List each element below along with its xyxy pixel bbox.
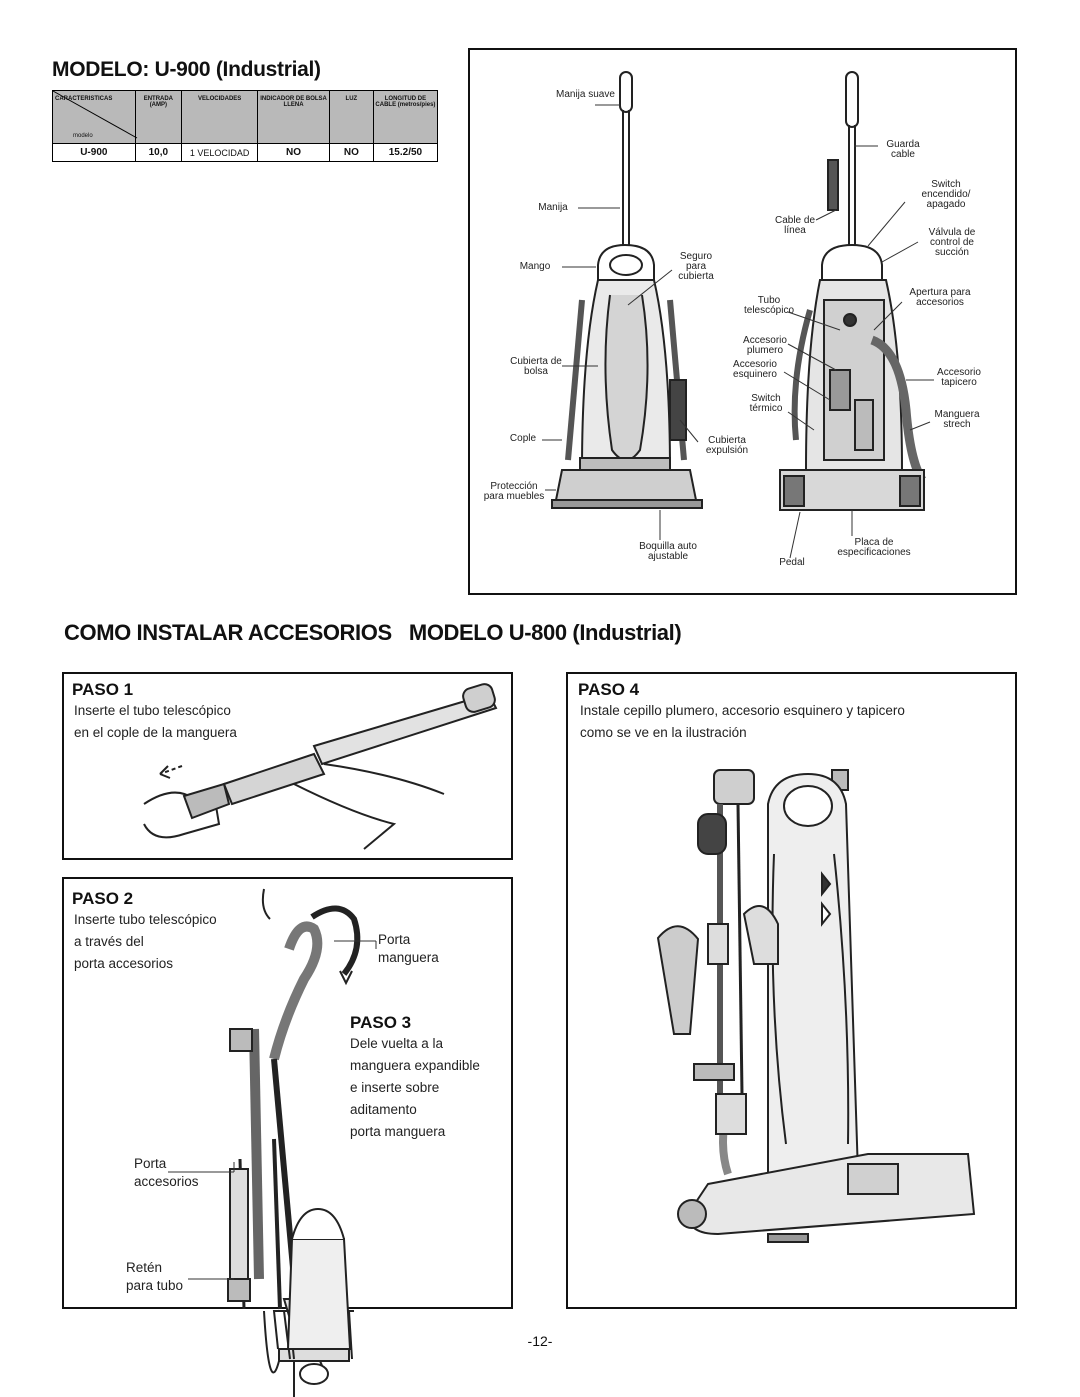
label-manija-suave: Manija suave [556, 89, 615, 100]
install-heading-suffix: (Industrial) [572, 620, 682, 645]
porta-manguera-line: Porta [378, 932, 411, 947]
paso2-illustration [168, 888, 377, 1397]
paso4-line: Instale cepillo plumero, accesorio esqui… [580, 703, 905, 718]
model-heading-prefix: MODELO: [52, 58, 155, 81]
paso2-title: PASO 2 [72, 889, 134, 908]
label-mango: Mango [519, 261, 551, 272]
install-heading-left: COMO INSTALAR ACCESORIOS [64, 620, 392, 645]
model-heading-suffix: (Industrial) [215, 58, 321, 81]
spec-table: CARACTERISTICAS modelo ENTRADA (AMP) VEL… [52, 90, 439, 162]
table-cell: U-900 [52, 143, 136, 162]
porta-accesorios-line: Porta [134, 1156, 167, 1171]
porta-manguera-line: manguera [378, 950, 439, 965]
model-heading: MODELO: U-900 (Industrial) [52, 58, 321, 82]
spec-corner-cell: CARACTERISTICAS modelo [52, 90, 138, 144]
label-accesorio-esquinero: Accesorio esquinero [733, 359, 777, 380]
paso2-line: porta accesorios [74, 956, 174, 971]
label-cable-de-linea: Cable de línea [774, 215, 816, 236]
vacuum-front-illustration [542, 71, 934, 559]
spec-header-indicador: INDICADOR DE BOLSA LLENA [257, 90, 330, 144]
paso1-text: Inserte el tubo telescópico en el cople … [74, 700, 237, 744]
spec-header-longitud: LONGITUD DE CABLE (metros/pies) [372, 90, 439, 144]
parts-diagram-frame: Manija suave Manija Mango Seguro para cu… [468, 48, 1017, 595]
corner-top-label: CARACTERISTICAS [55, 96, 113, 102]
paso3-line: aditamento [350, 1102, 417, 1117]
reten-line: para tubo [126, 1278, 184, 1293]
paso2-line: a través del [74, 934, 144, 949]
paso2-line: Inserte tubo telescópico [74, 912, 217, 927]
label-manguera-strech: Manguera strech [934, 409, 980, 430]
page-number: -12- [527, 1333, 553, 1349]
table-cell: 10,0 [134, 143, 183, 162]
model-heading-model: U-900 [154, 58, 211, 81]
spec-header-entrada: ENTRADA (AMP) [134, 90, 183, 144]
paso4-illustration [656, 769, 976, 1243]
paso1-line: en el cople de la manguera [74, 725, 237, 740]
paso2-text: Inserte tubo telescópico a través del po… [74, 909, 217, 975]
paso1-box: PASO 1 Inserte el tubo telescópico en el… [62, 672, 513, 860]
label-pedal: Pedal [779, 557, 805, 568]
spec-header-luz: LUZ [328, 90, 374, 144]
porta-accesorios-line: accesorios [134, 1174, 199, 1189]
porta-manguera-label: Porta manguera [378, 931, 439, 967]
reten-line: Retén [126, 1260, 163, 1275]
table-cell: 15.2/50 [372, 143, 439, 162]
paso3-line: manguera expandible [350, 1058, 480, 1073]
label-cople: Cople [509, 433, 537, 444]
porta-accesorios-label: Porta accesorios [134, 1155, 199, 1191]
label-accesorio-tapicero: Accesorio tapicero [937, 367, 981, 388]
label-placa-de-especificaciones: Placa de especificaciones [837, 537, 911, 558]
label-valvula-control-succion: Válvula de control de succión [928, 227, 976, 258]
paso4-box: PASO 4 Instale cepillo plumero, accesori… [566, 672, 1017, 1309]
paso3-line: Dele vuelta a la [350, 1036, 444, 1051]
paso4-line: como se ve en la ilustración [580, 725, 747, 740]
paso3-title: PASO 3 [350, 1013, 412, 1032]
paso4-title: PASO 4 [578, 680, 640, 699]
paso3-line: porta manguera [350, 1124, 446, 1139]
spec-header-velocidades: VELOCIDADES [181, 90, 259, 144]
reten-label: Retén para tubo [126, 1259, 183, 1295]
paso1-illustration [143, 683, 498, 850]
label-apertura-para-accesorios: Apertura para accesorios [909, 287, 971, 308]
install-heading-model: U-800 [508, 620, 567, 645]
paso3-text: Dele vuelta a la manguera expandible e i… [350, 1033, 480, 1143]
label-cubierta-expulsion: Cubierta expulsión [705, 435, 749, 456]
label-guarda-cable: Guarda cable [886, 139, 920, 160]
label-tubo-telescopico: Tubo telescópico [743, 295, 795, 316]
label-proteccion-para-muebles: Protección para muebles [483, 481, 545, 502]
table-row: U-900 10,0 1 VELOCIDAD NO NO 15.2/50 [52, 143, 439, 162]
install-heading: COMO INSTALAR ACCESORIOS MODELO U-800 (I… [64, 620, 682, 646]
corner-bottom-label: modelo [73, 133, 93, 139]
label-cubierta-de-bolsa: Cubierta de bolsa [510, 356, 562, 377]
paso3-line: e inserte sobre [350, 1080, 440, 1095]
paso1-title: PASO 1 [72, 680, 134, 699]
label-seguro-para-cubierta: Seguro para cubierta [678, 251, 714, 282]
label-manija: Manija [538, 202, 568, 213]
install-heading-model-prefix: MODELO [408, 620, 509, 645]
label-switch-encendido-apagado: Switch encendido/ apagado [921, 179, 971, 210]
label-switch-termico: Switch térmico [749, 393, 783, 414]
paso1-line: Inserte el tubo telescópico [74, 703, 231, 718]
table-cell: NO [328, 143, 374, 162]
table-cell: NO [257, 143, 330, 162]
paso4-text: Instale cepillo plumero, accesorio esqui… [580, 700, 905, 744]
paso2-box: PASO 2 Inserte tubo telescópico a través… [62, 877, 513, 1397]
corner-diagonal [52, 90, 138, 139]
label-accesorio-plumero: Accesorio plumero [743, 335, 787, 356]
table-cell: 1 VELOCIDAD [181, 143, 259, 162]
label-boquilla-auto-ajustable: Boquilla auto ajustable [639, 541, 697, 562]
